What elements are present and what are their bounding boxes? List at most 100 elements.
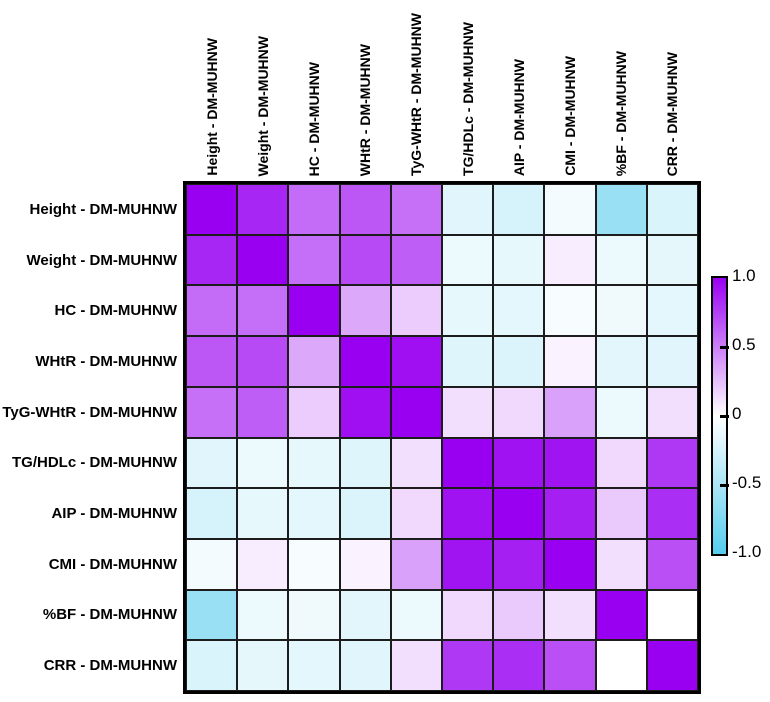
heatmap-grid <box>183 181 701 694</box>
heatmap-cell <box>595 285 647 337</box>
column-label-text: HC - DM-MUHNW <box>305 61 322 176</box>
colorbar-tick-label: 0.5 <box>732 335 756 354</box>
heatmap-cell <box>646 386 698 438</box>
heatmap-cell <box>237 336 289 387</box>
heatmap-cell <box>390 234 442 286</box>
heatmap-cell <box>442 234 494 286</box>
column-label-text: Height - DM-MUHNW <box>203 38 220 176</box>
heatmap-cell <box>442 386 494 438</box>
heatmap-cell <box>339 234 391 286</box>
heatmap-cell <box>493 488 545 539</box>
heatmap-cell <box>646 538 698 590</box>
row-label: %BF - DM-MUHNW <box>42 606 177 624</box>
heatmap-cell <box>288 285 340 337</box>
colorbar-tick-label: 1.0 <box>732 266 756 285</box>
heatmap-cell <box>186 538 238 590</box>
heatmap-cell <box>288 589 340 641</box>
heatmap-cell <box>646 285 698 337</box>
heatmap-cell <box>237 437 289 489</box>
row-label: TyG-WHtR - DM-MUHNW <box>2 403 177 421</box>
heatmap-cell <box>442 589 494 641</box>
heatmap-cell <box>390 437 442 489</box>
colorbar-tick <box>720 484 729 487</box>
heatmap-cell <box>544 640 596 691</box>
row-label: CMI - DM-MUHNW <box>48 555 177 573</box>
colorbar-tick <box>720 415 729 418</box>
heatmap-cell <box>493 437 545 489</box>
heatmap-cell <box>544 488 596 539</box>
heatmap-cell <box>493 285 545 337</box>
column-label-text: %BF - DM-MUHNW <box>613 50 630 176</box>
heatmap-cell <box>390 488 442 539</box>
heatmap-cell <box>595 184 647 235</box>
heatmap-cell <box>595 488 647 539</box>
heatmap-cell <box>544 336 596 387</box>
heatmap-cell <box>237 386 289 438</box>
heatmap-cell <box>186 437 238 489</box>
column-label: TG/HDLc - DM-MUHNW <box>442 0 493 180</box>
heatmap-cell <box>442 488 494 539</box>
heatmap-cell <box>186 386 238 438</box>
heatmap-cell <box>595 640 647 691</box>
colorbar-tick-label: 0 <box>732 404 742 423</box>
heatmap-cell <box>493 234 545 286</box>
heatmap-cell <box>544 437 596 489</box>
heatmap-cell <box>595 234 647 286</box>
heatmap-cell <box>339 386 391 438</box>
row-label: CRR - DM-MUHNW <box>43 657 177 675</box>
heatmap-cell <box>186 589 238 641</box>
heatmap-cell <box>186 336 238 387</box>
heatmap-cell <box>237 184 289 235</box>
column-label: HC - DM-MUHNW <box>288 0 339 180</box>
heatmap-cell <box>339 488 391 539</box>
heatmap-cell <box>493 336 545 387</box>
heatmap-cell <box>390 336 442 387</box>
heatmap-cell <box>442 640 494 691</box>
colorbar-tick <box>720 346 729 349</box>
column-label: CMI - DM-MUHNW <box>544 0 595 180</box>
heatmap-cell <box>646 437 698 489</box>
row-label: AIP - DM-MUHNW <box>51 505 177 523</box>
heatmap-cell <box>595 336 647 387</box>
column-label: AIP - DM-MUHNW <box>493 0 544 180</box>
heatmap-cell <box>646 234 698 286</box>
heatmap-cell <box>339 336 391 387</box>
heatmap-cell <box>493 184 545 235</box>
heatmap-cell <box>237 285 289 337</box>
heatmap-cell <box>442 336 494 387</box>
heatmap-cell <box>339 285 391 337</box>
heatmap-cell <box>288 386 340 438</box>
heatmap-cell <box>442 538 494 590</box>
heatmap-cell <box>493 589 545 641</box>
heatmap-cell <box>442 184 494 235</box>
heatmap-cell <box>339 589 391 641</box>
heatmap-cell <box>390 386 442 438</box>
heatmap-cell <box>493 386 545 438</box>
heatmap-cell <box>493 640 545 691</box>
heatmap-cell <box>646 640 698 691</box>
heatmap-cell <box>544 538 596 590</box>
heatmap-cell <box>544 184 596 235</box>
heatmap-cell <box>544 234 596 286</box>
heatmap-cell <box>288 234 340 286</box>
heatmap-cell <box>288 184 340 235</box>
heatmap-cell <box>186 234 238 286</box>
heatmap-cell <box>390 184 442 235</box>
heatmap-cell <box>186 640 238 691</box>
heatmap-cell <box>186 285 238 337</box>
heatmap-cell <box>288 336 340 387</box>
heatmap-cell <box>288 640 340 691</box>
heatmap-cell <box>390 538 442 590</box>
heatmap-cell <box>646 589 698 641</box>
heatmap-cell <box>339 640 391 691</box>
row-label: WHtR - DM-MUHNW <box>35 352 177 370</box>
heatmap-cell <box>288 437 340 489</box>
column-label: WHtR - DM-MUHNW <box>340 0 391 180</box>
heatmap-cell <box>595 538 647 590</box>
heatmap-cell <box>595 437 647 489</box>
row-label: HC - DM-MUHNW <box>54 302 177 320</box>
row-label: Height - DM-MUHNW <box>29 200 177 218</box>
row-label: Weight - DM-MUHNW <box>26 251 177 269</box>
heatmap-cell <box>390 640 442 691</box>
